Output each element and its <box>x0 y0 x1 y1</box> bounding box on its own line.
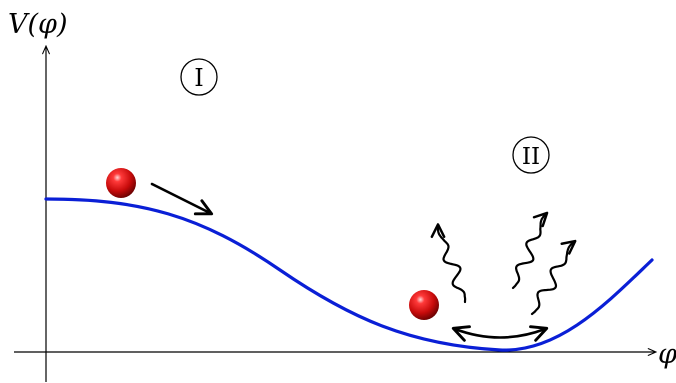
ball-icon <box>106 168 136 198</box>
ball-icon <box>409 290 439 320</box>
wavy-arrow-icon <box>511 211 549 290</box>
motion-arrow-icon <box>150 182 214 216</box>
region-2-label: II <box>512 136 550 174</box>
region-2-circle <box>512 136 550 174</box>
wavy-arrow-icon <box>530 239 577 316</box>
region-1-label: I <box>180 58 218 96</box>
potential-curve <box>44 197 654 352</box>
y-axis-label: V(φ) <box>8 9 67 40</box>
region-1-text: I <box>194 64 203 92</box>
region-1-circle <box>180 58 218 96</box>
wavy-arrow-icon <box>430 223 467 304</box>
axes: V(φ) φ <box>8 9 676 382</box>
oscillation-arrow-icon <box>451 325 549 342</box>
region-2-text: II <box>522 144 540 170</box>
x-axis-label: φ <box>658 339 676 370</box>
